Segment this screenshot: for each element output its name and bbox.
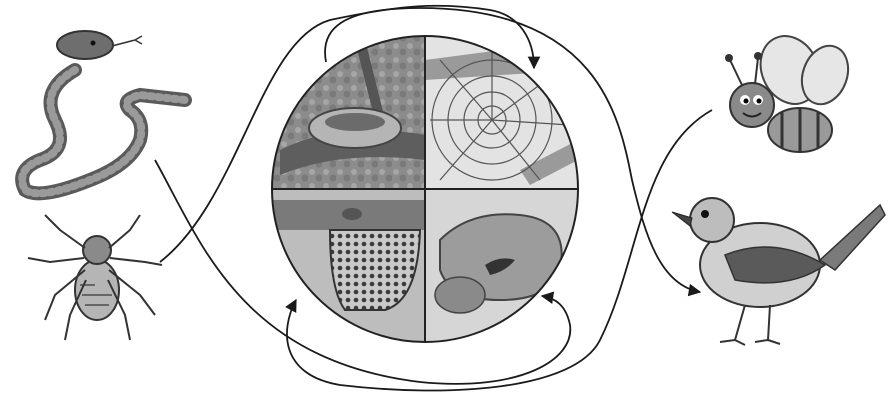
bird-icon — [672, 198, 885, 345]
nest-icon — [309, 108, 401, 148]
snake-burrow-quadrant — [425, 189, 578, 342]
bee-icon — [725, 26, 856, 152]
homes-circle — [272, 36, 578, 342]
spider-web-quadrant — [425, 36, 578, 189]
beehive-quadrant — [272, 189, 425, 342]
burrow-icon — [435, 214, 562, 313]
spider-icon — [28, 215, 162, 340]
nest-quadrant — [272, 36, 425, 189]
